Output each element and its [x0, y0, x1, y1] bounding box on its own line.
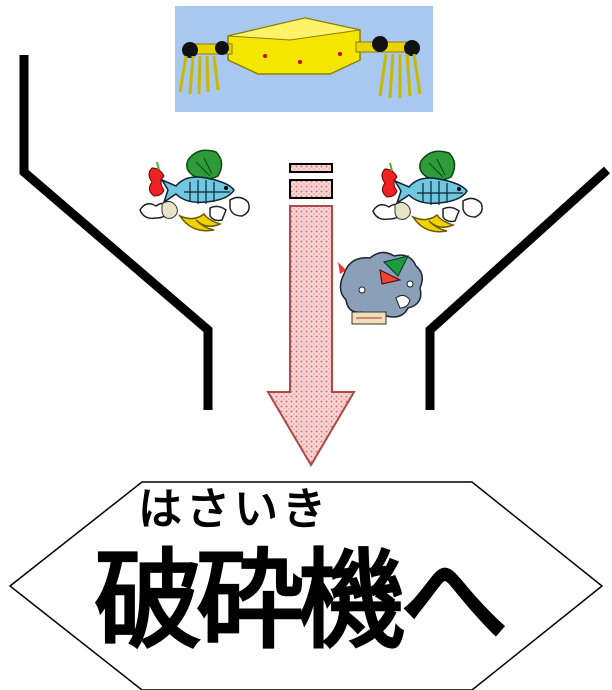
crusher-machine-icon [175, 6, 433, 112]
funnel-right-wall [425, 166, 611, 410]
down-arrow-icon [266, 205, 356, 467]
food-waste-right-icon [372, 150, 483, 233]
destination-ruby-text: はさいき [138, 484, 330, 535]
mixed-waste-icon [338, 251, 423, 325]
arrow-tail-dashes [289, 163, 333, 199]
food-waste-left-icon [139, 149, 250, 232]
funnel-left-wall [19, 55, 213, 410]
destination-title: 破砕機へ [94, 539, 508, 664]
destination-label-shape [8, 481, 604, 690]
